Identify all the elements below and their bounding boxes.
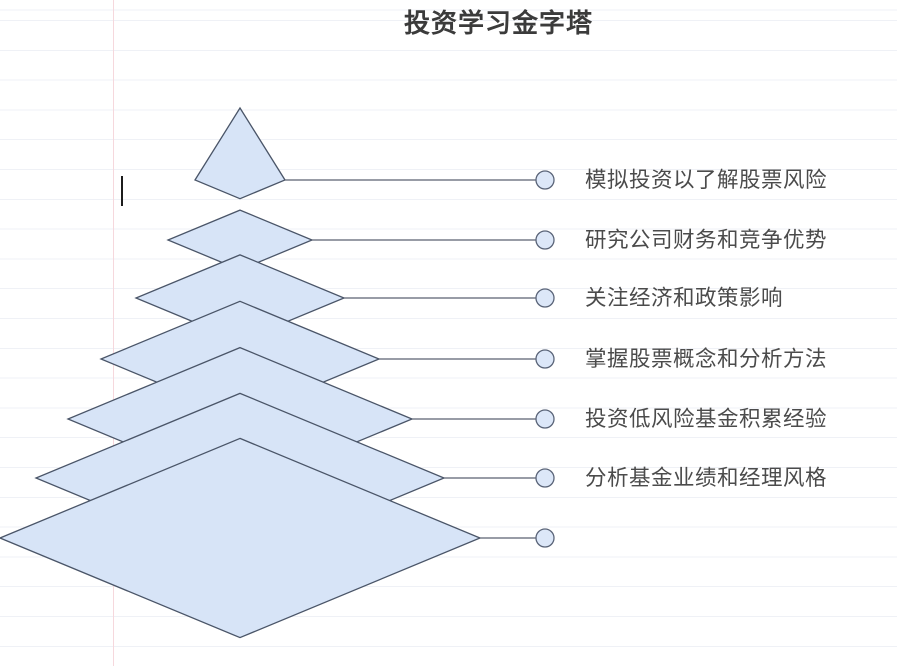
pyramid-label-text-3: 关注经济和政策影响 xyxy=(585,286,784,310)
pyramid-label-text-6: 分析基金业绩和经理风格 xyxy=(585,466,828,490)
pyramid-label-text-4: 掌握股票概念和分析方法 xyxy=(585,347,828,371)
pyramid-label-row-1[interactable]: 模拟投资以了解股票风险 xyxy=(585,165,897,195)
connector-node-circle-4[interactable] xyxy=(535,349,555,369)
connector-node-circle-2[interactable] xyxy=(535,230,555,250)
pyramid-label-row-4[interactable]: 掌握股票概念和分析方法 xyxy=(585,344,897,374)
pyramid-label-row-3[interactable]: 关注经济和政策影响 xyxy=(585,283,897,313)
connector-marker-group xyxy=(535,170,555,548)
connector-line-group xyxy=(285,179,536,539)
connector-node-circle-6[interactable] xyxy=(535,468,555,488)
text-cursor-caret xyxy=(121,176,123,206)
connector-node-circle-1[interactable] xyxy=(535,170,555,190)
pyramid-layer-1[interactable] xyxy=(194,106,286,200)
pyramid-label-text-2: 研究公司财务和竞争优势 xyxy=(585,228,828,252)
connector-node-circle-5[interactable] xyxy=(535,409,555,429)
pyramid-layer-7[interactable] xyxy=(0,437,482,639)
pyramid-label-row-6[interactable]: 分析基金业绩和经理风格 xyxy=(585,463,897,493)
pyramid-label-row-2[interactable]: 研究公司财务和竞争优势 xyxy=(585,225,897,255)
pyramid-label-row-5[interactable]: 投资低风险基金积累经验 xyxy=(585,404,897,434)
pyramid-layer-group xyxy=(0,106,482,639)
connector-node-circle-3[interactable] xyxy=(535,288,555,308)
page-title: 投资学习金字塔 xyxy=(403,8,593,38)
connector-node-circle-7[interactable] xyxy=(535,528,555,548)
pyramid-label-text-1: 模拟投资以了解股票风险 xyxy=(585,168,828,192)
pyramid-label-text-5: 投资低风险基金积累经验 xyxy=(585,407,828,431)
